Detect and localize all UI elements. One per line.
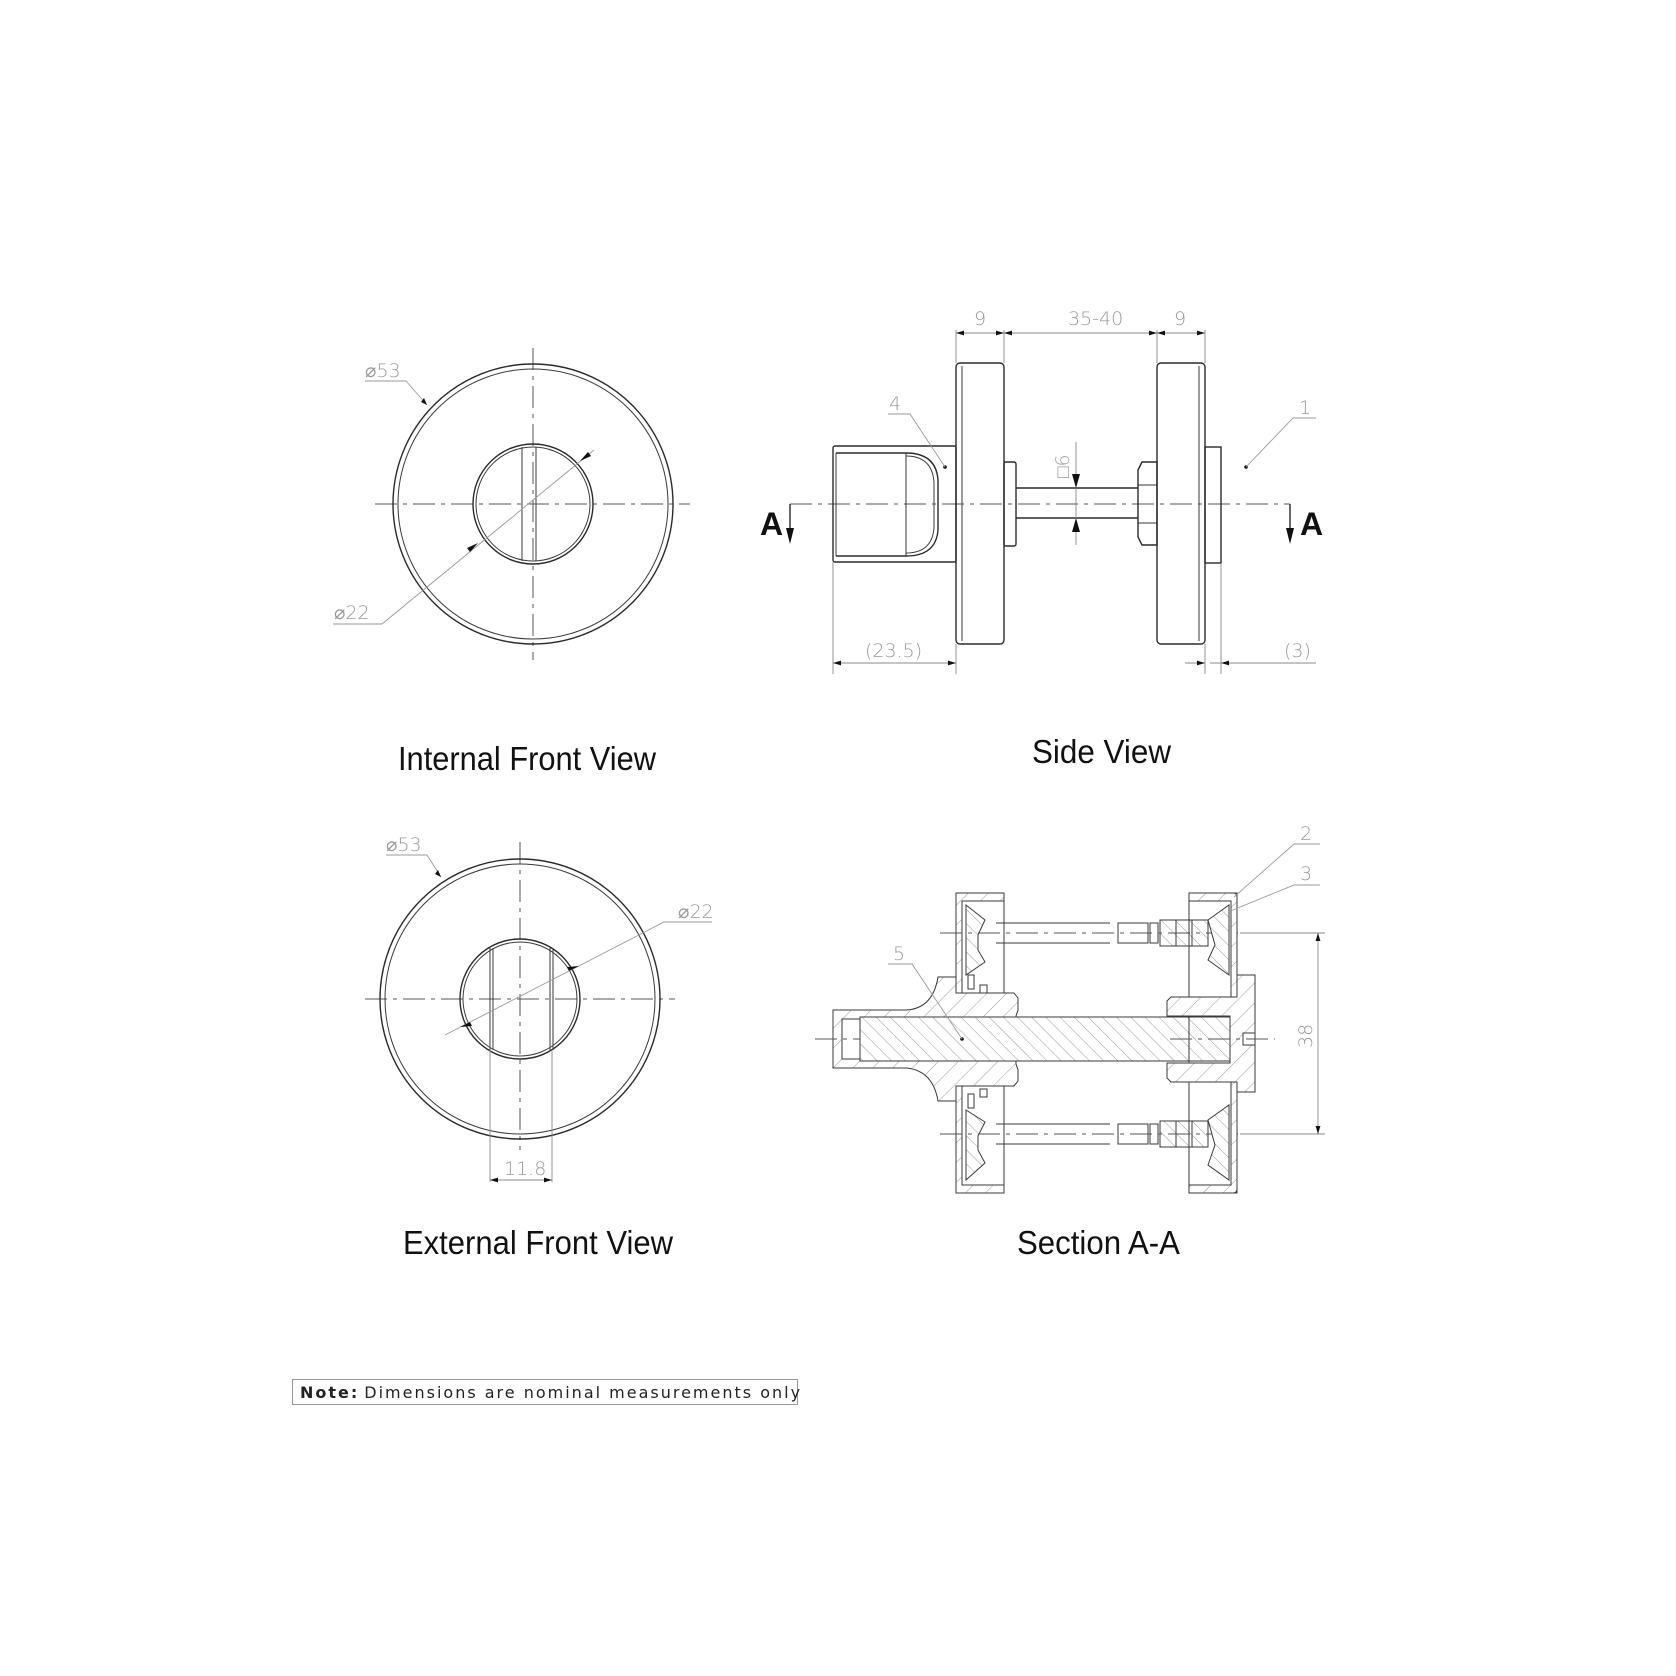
internal-front-view-title: Internal Front View: [398, 740, 656, 777]
internal-inner-diameter-label: ⌀22: [334, 602, 370, 624]
part-label-4: 4: [889, 393, 901, 415]
note-label: Note:: [300, 1382, 360, 1402]
side-view-title: Side View: [1032, 733, 1171, 770]
note-box: Note: Dimensions are nominal measurement…: [292, 1379, 800, 1405]
internal-front-view: ⌀53 ⌀22: [333, 348, 690, 660]
rose-thickness-right-label: 9: [1174, 308, 1186, 330]
internal-outer-diameter-label: ⌀53: [365, 360, 401, 382]
external-inner-diameter-label: ⌀22: [678, 901, 714, 923]
part-label-2: 2: [1300, 823, 1312, 845]
slot-width-label: 11.8: [504, 1158, 546, 1180]
external-front-view: 11.8 ⌀53 ⌀22: [365, 834, 714, 1183]
section-marker-left: A: [760, 506, 783, 542]
spindle-square-label: □6: [1052, 454, 1074, 478]
side-view: A A 9 35-40 9: [760, 308, 1323, 674]
fixing-centres-label: 38: [1295, 1024, 1317, 1048]
section-a-a: 38 2 3 5: [815, 823, 1325, 1194]
part-label-5: 5: [893, 943, 905, 965]
section-a-a-title: Section A-A: [1017, 1224, 1180, 1261]
door-thickness-label: 35-40: [1068, 308, 1123, 330]
external-outer-diameter-label: ⌀53: [386, 834, 422, 856]
external-front-view-title: External Front View: [403, 1224, 673, 1261]
part-label-1: 1: [1299, 397, 1311, 419]
note-text: Dimensions are nominal measurements only: [364, 1382, 803, 1402]
rose-thickness-left-label: 9: [974, 308, 986, 330]
knob-projection-label: (23.5): [865, 640, 922, 662]
indicator-projection-label: (3): [1284, 640, 1311, 662]
part-label-3: 3: [1300, 863, 1312, 885]
section-marker-right: A: [1300, 506, 1323, 542]
